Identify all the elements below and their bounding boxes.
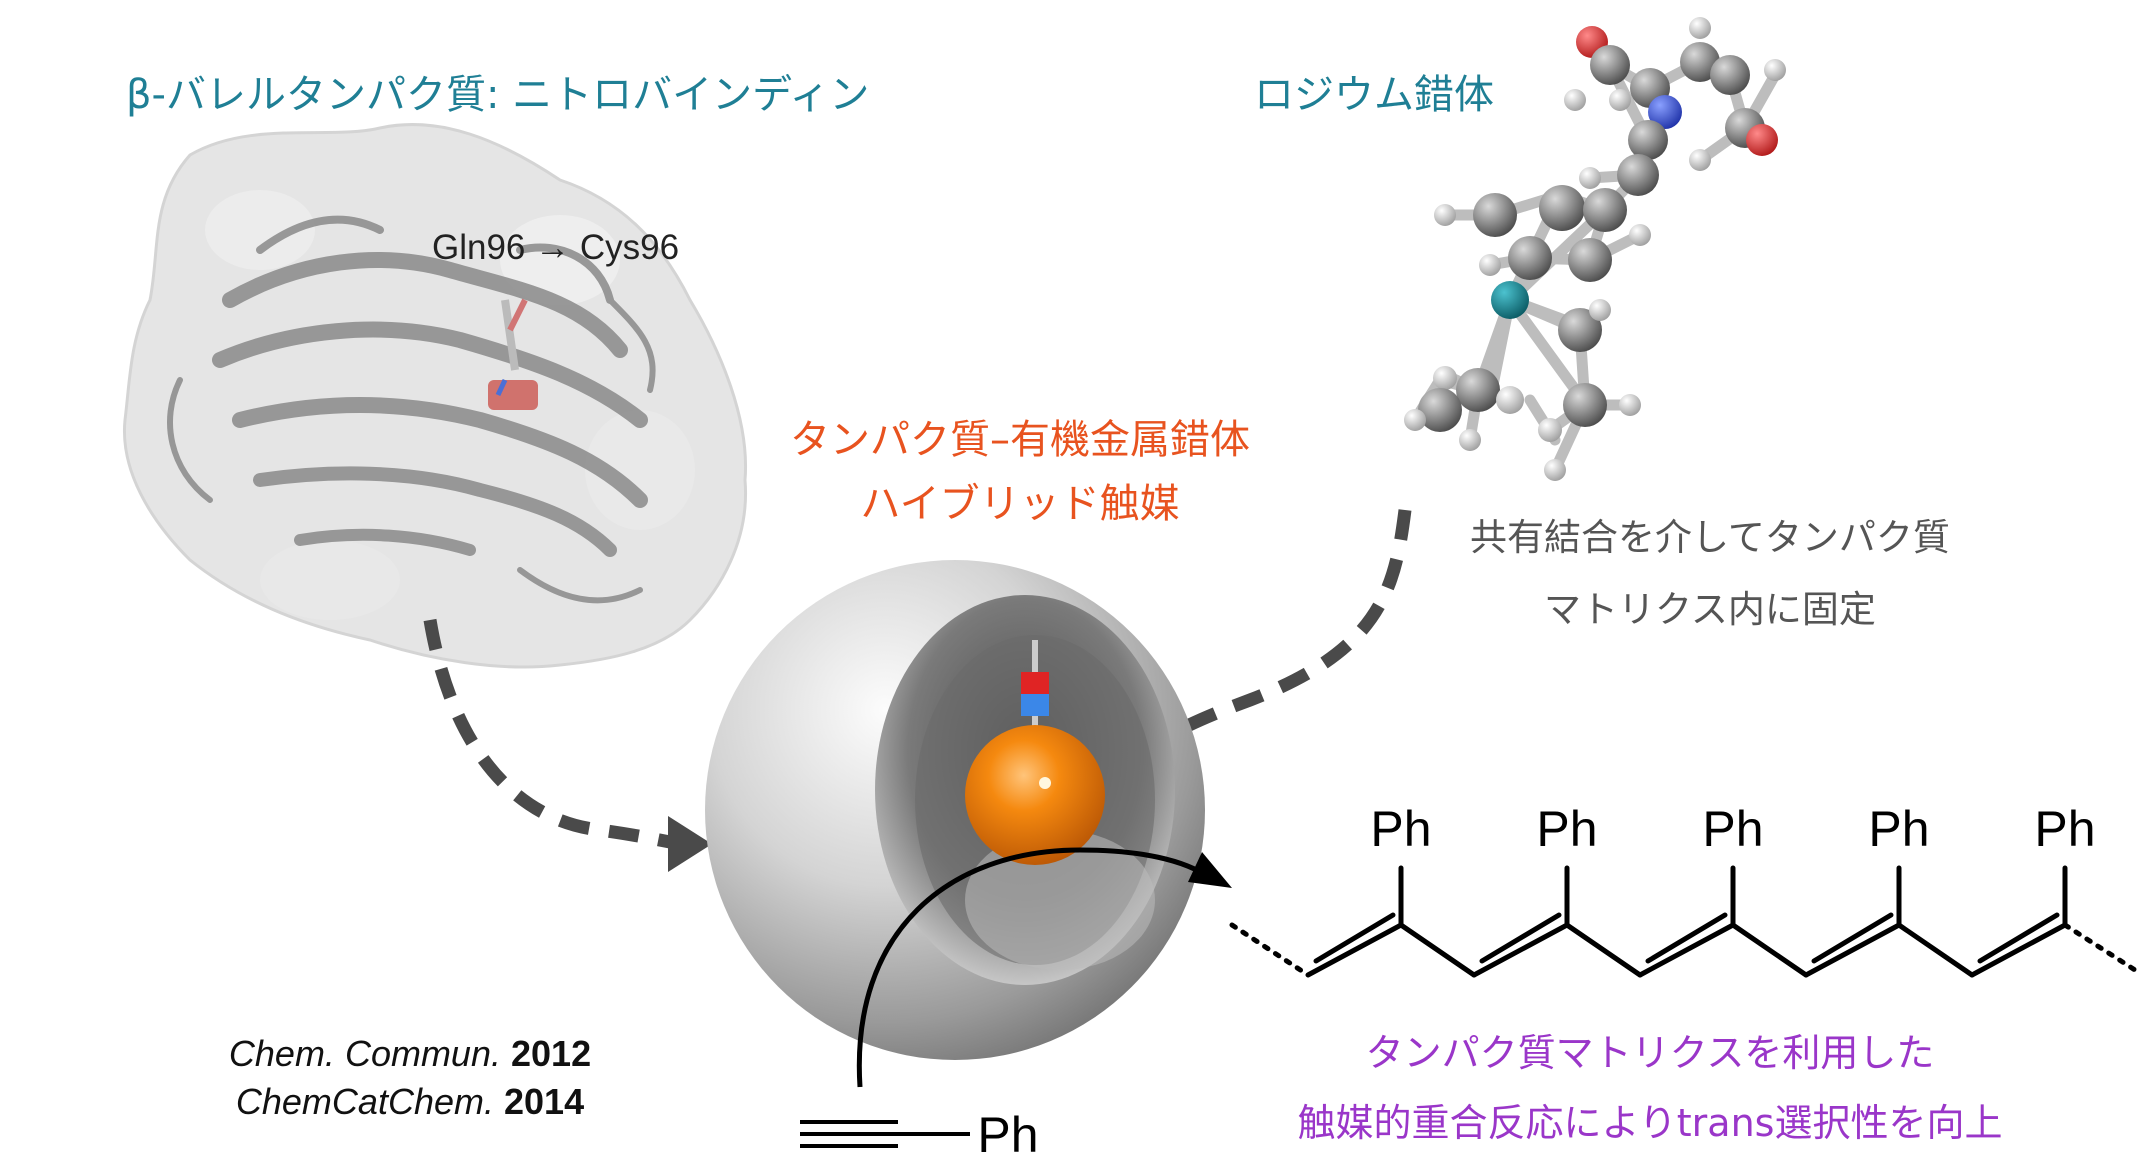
chain-bond — [1564, 922, 1643, 978]
phenyl-substituent-label: Ph — [1868, 801, 1930, 857]
monomer-alkyne — [800, 1120, 970, 1148]
chain-bond — [1977, 912, 2060, 964]
reference-2: ChemCatChem. 2014 — [170, 1078, 650, 1126]
chain-bond — [1637, 922, 1736, 978]
chain-bond — [1645, 912, 1728, 964]
dashed-arrows — [423, 509, 1412, 849]
hybrid-catalyst-label: タンパク質–有機金属錯体 ハイブリッド触媒 — [760, 408, 1280, 536]
polyphenylacetylene-chain — [1229, 865, 2138, 978]
chain-bond — [1730, 922, 1809, 978]
chain-bond — [1305, 922, 1404, 978]
covalent-note-line1: 共有結合を介してタンパク質 — [1470, 516, 1950, 559]
phenyl-substituent-label: Ph — [2034, 801, 2096, 857]
chain-bond — [1313, 912, 1396, 964]
references: Chem. Commun. 2012 ChemCatChem. 2014 — [170, 1030, 650, 1126]
polymerization-note-line2: 触媒的重合反応によりtrans選択性を向上 — [1297, 1101, 2003, 1145]
reaction-arrowhead — [1188, 852, 1232, 888]
covalent-note-line2: マトリクス内に固定 — [1544, 588, 1876, 631]
phenyl-substituent-label: Ph — [1536, 801, 1598, 857]
polymerization-note: タンパク質マトリクスを利用した 触媒的重合反応によりtrans選択性を向上 — [1230, 1018, 2070, 1158]
hybrid-catalyst — [705, 560, 1205, 1060]
reaction-arrow — [856, 847, 1212, 1088]
rhodium-complex-model — [1404, 17, 1786, 481]
reference-1-year: 2012 — [511, 1033, 592, 1074]
chain-bond — [1471, 922, 1570, 978]
reference-2-year: 2014 — [504, 1081, 585, 1122]
chain-end-bond — [1229, 922, 1311, 978]
rhodium-complex-title: ロジウム錯体 — [1254, 72, 1494, 118]
hybrid-catalyst-line1: タンパク質–有機金属錯体 — [790, 417, 1250, 463]
arrowhead-protein — [668, 816, 712, 872]
chain-bond — [1896, 922, 1975, 978]
chain-bond — [1969, 922, 2068, 978]
covalent-anchoring-note: 共有結合を介してタンパク質 マトリクス内に固定 — [1400, 502, 2020, 646]
protein-title: β-バレルタンパク質: ニトロバインディン — [126, 72, 870, 118]
phenyl-substituent-label: Ph — [1702, 801, 1764, 857]
monomer-phenyl-label: Ph — [977, 1107, 1039, 1163]
polymerization-note-line1: タンパク質マトリクスを利用した — [1365, 1031, 1935, 1075]
chain-bond — [1803, 922, 1902, 978]
hybrid-catalyst-line2: ハイブリッド触媒 — [860, 481, 1180, 527]
mutation-label: Gln96 → Cys96 — [432, 228, 680, 267]
reference-1-journal: Chem. Commun. — [228, 1033, 501, 1074]
chain-bond — [1398, 922, 1477, 978]
chain-bond — [1479, 912, 1562, 964]
reference-2-journal: ChemCatChem. — [235, 1081, 494, 1122]
chain-end-bond — [2062, 922, 2138, 973]
protein-structure — [122, 123, 748, 669]
phenyl-substituent-label: Ph — [1370, 801, 1432, 857]
chain-bond — [1811, 912, 1894, 964]
reference-1: Chem. Commun. 2012 — [170, 1030, 650, 1078]
